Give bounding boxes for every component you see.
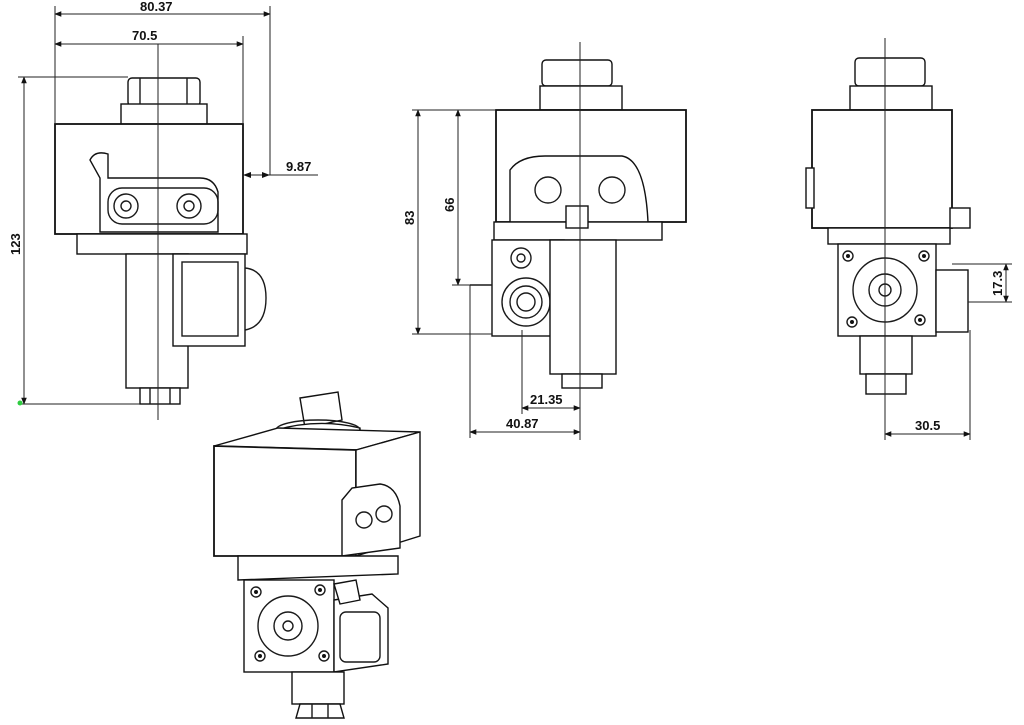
front-view	[54, 44, 267, 420]
dim-9-87: 9.87	[286, 159, 311, 174]
origin-marker	[17, 400, 23, 406]
dim-66: 66	[442, 198, 457, 212]
dim-70-5: 70.5	[132, 28, 157, 43]
side-dimensions: 83 66 21.35 40.87	[402, 109, 581, 438]
dim-40-87: 40.87	[506, 416, 539, 431]
side-view	[470, 42, 687, 440]
dim-30-5: 30.5	[915, 418, 940, 433]
isometric-view	[213, 391, 421, 719]
right-view	[805, 38, 1012, 415]
dim-123: 123	[8, 233, 23, 255]
dim-17-3: 17.3	[990, 271, 1005, 296]
dim-83: 83	[402, 211, 417, 225]
right-dimensions: 17.3 30.5	[884, 263, 1009, 440]
dim-21-35: 21.35	[530, 392, 563, 407]
dim-80-37: 80.37	[140, 0, 173, 14]
front-dimensions: 80.37 70.5 9.87 123	[8, 0, 318, 406]
